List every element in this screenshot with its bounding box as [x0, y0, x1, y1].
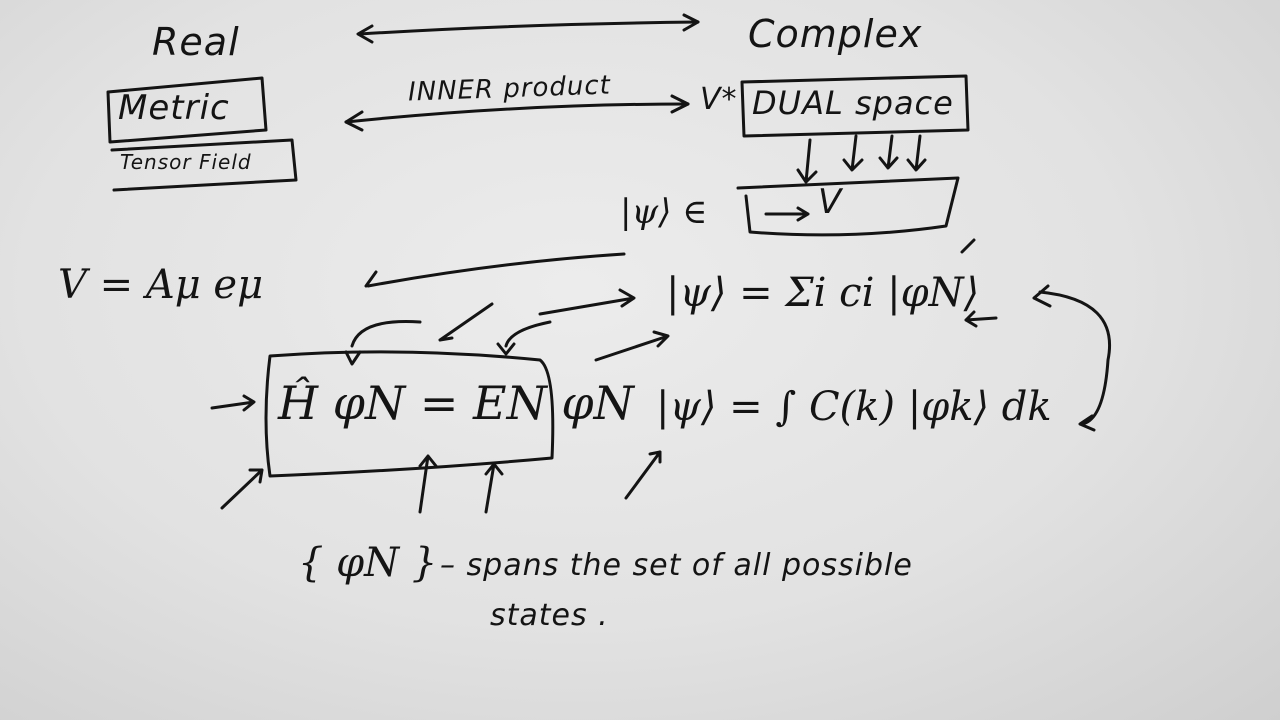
real-label: Real: [152, 20, 240, 64]
discrete-expansion: |ψ⟩ = Σi ci |φN⟩: [666, 270, 980, 316]
v-link-line: [366, 252, 626, 288]
eigen-to-integral-arrow: [594, 330, 670, 362]
metric-label: Metric: [118, 88, 230, 128]
tensor-field-box: [110, 138, 298, 192]
eigen-equation-box: [264, 350, 555, 478]
dual-down-arrows: [796, 134, 927, 184]
eigenvalue-equation: Ĥ φN = EN φN: [278, 376, 634, 430]
basis-set: { φN }: [298, 540, 438, 586]
spans-text: – spans the set of all possible: [440, 548, 913, 583]
v-space-label: V: [818, 182, 843, 222]
psi-in-v: |ψ⟩ ∈: [620, 192, 708, 232]
real-complex-arrow: [358, 20, 700, 36]
metric-box: [106, 76, 268, 144]
tensor-field-label: Tensor Field: [120, 150, 252, 174]
dual-space-label: DUAL space: [752, 84, 954, 122]
states-text: states .: [490, 598, 609, 633]
eigen-to-sum-arrow: [538, 288, 636, 316]
continuous-expansion: |ψ⟩ = ∫ C(k) |φk⟩ dk: [656, 384, 1052, 430]
sum-integral-link: [1038, 290, 1111, 426]
v-star-label: V*: [700, 82, 738, 117]
vector-expansion: V = Aμ eμ: [58, 262, 264, 308]
v-space-box: [736, 176, 960, 237]
complex-label: Complex: [748, 12, 923, 56]
inner-product-arrow: [344, 102, 690, 124]
dual-space-box: [740, 74, 970, 138]
